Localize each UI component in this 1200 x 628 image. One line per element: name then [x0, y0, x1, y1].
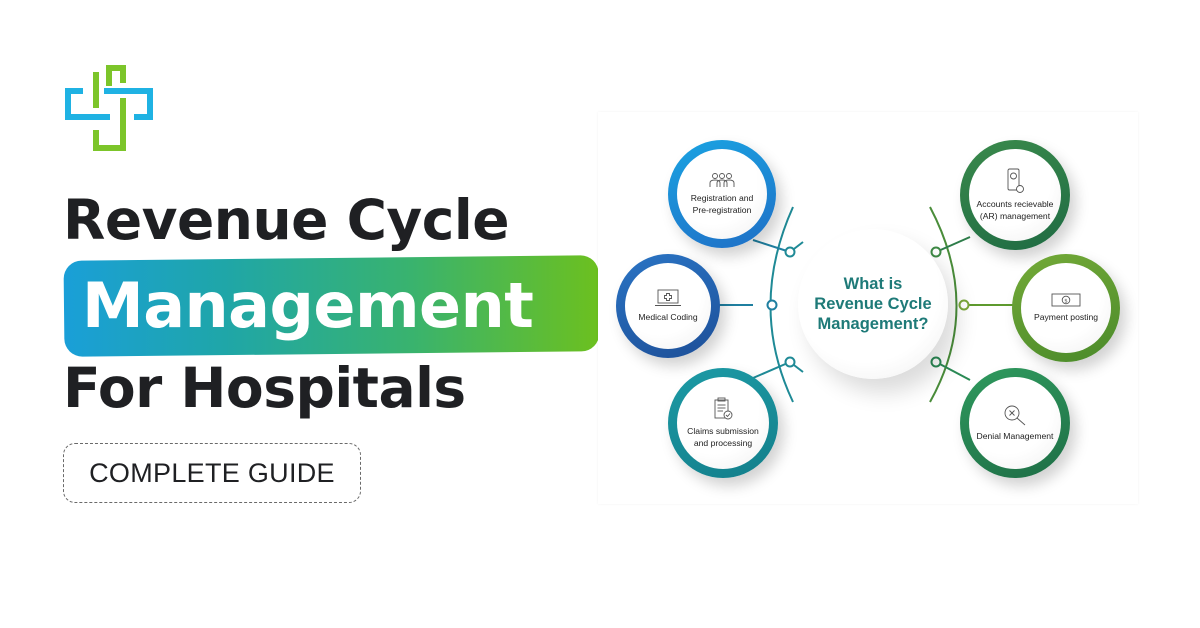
diagram-center: What is Revenue Cycle Management? — [798, 229, 948, 379]
node-medical-coding: Medical Coding — [616, 254, 720, 358]
node-label: Payment posting — [1033, 312, 1098, 322]
node-label: (AR) management — [979, 211, 1051, 221]
node-payment-posting: $ Payment posting — [1012, 254, 1120, 362]
diagram-connectors — [708, 206, 1018, 403]
node-label: Registration and — [690, 193, 754, 203]
node-label: Claims submission — [687, 426, 759, 436]
node-registration: Registration and Pre-registration — [668, 140, 776, 248]
center-line-2: Revenue Cycle — [814, 295, 932, 313]
headline-line-1: Revenue Cycle — [63, 188, 510, 252]
node-label: Pre-registration — [692, 205, 752, 215]
brand-logo — [64, 64, 156, 152]
headline-line-3: For Hospitals — [63, 356, 466, 420]
search-x-icon — [1004, 405, 1026, 426]
node-label: Medical Coding — [638, 312, 698, 322]
node-claims: Claims submission and processing — [668, 368, 778, 478]
rcm-diagram: Registration and Pre-registration Medica… — [598, 112, 1138, 504]
node-accounts-receivable: Accounts recievable (AR) management — [960, 140, 1070, 250]
people-group-icon — [709, 173, 735, 187]
node-label: Accounts recievable — [976, 199, 1054, 209]
center-line-3: Management? — [817, 315, 929, 333]
mobile-payment-icon — [1007, 168, 1024, 193]
center-line-1: What is — [843, 275, 903, 293]
clipboard-check-icon — [714, 397, 733, 420]
node-label: Denial Management — [976, 431, 1054, 441]
node-denial-management: Denial Management — [960, 368, 1070, 478]
svg-text:$: $ — [1064, 298, 1068, 304]
complete-guide-label: COMPLETE GUIDE — [89, 457, 335, 488]
medical-cross-logo-icon — [65, 65, 153, 151]
complete-guide-badge: COMPLETE GUIDE — [63, 443, 361, 503]
node-label: and processing — [693, 438, 753, 448]
headline-line-2: Management — [82, 269, 534, 342]
laptop-medical-icon — [655, 289, 681, 306]
dollar-bill-icon: $ — [1051, 293, 1081, 307]
